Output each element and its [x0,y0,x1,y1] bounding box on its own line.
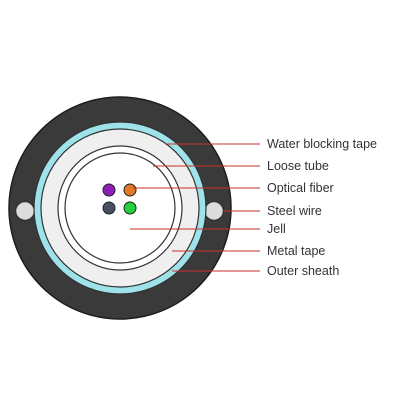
steel-wire-right [203,200,225,222]
optical-fiber-purple [102,183,116,197]
optical-fiber-green [123,201,137,215]
label-optical-fiber: Optical fiber [267,181,334,195]
optical-fiber-slate [102,201,116,215]
label-jell: Jell [267,222,286,236]
label-steel-wire: Steel wire [267,204,322,218]
jell-core [64,152,176,264]
label-metal-tape: Metal tape [267,244,325,258]
label-loose-tube: Loose tube [267,159,329,173]
optical-fiber-orange [123,183,137,197]
label-water-blocking-tape: Water blocking tape [267,137,377,151]
label-outer-sheath: Outer sheath [267,264,339,278]
steel-wire-left [14,200,36,222]
